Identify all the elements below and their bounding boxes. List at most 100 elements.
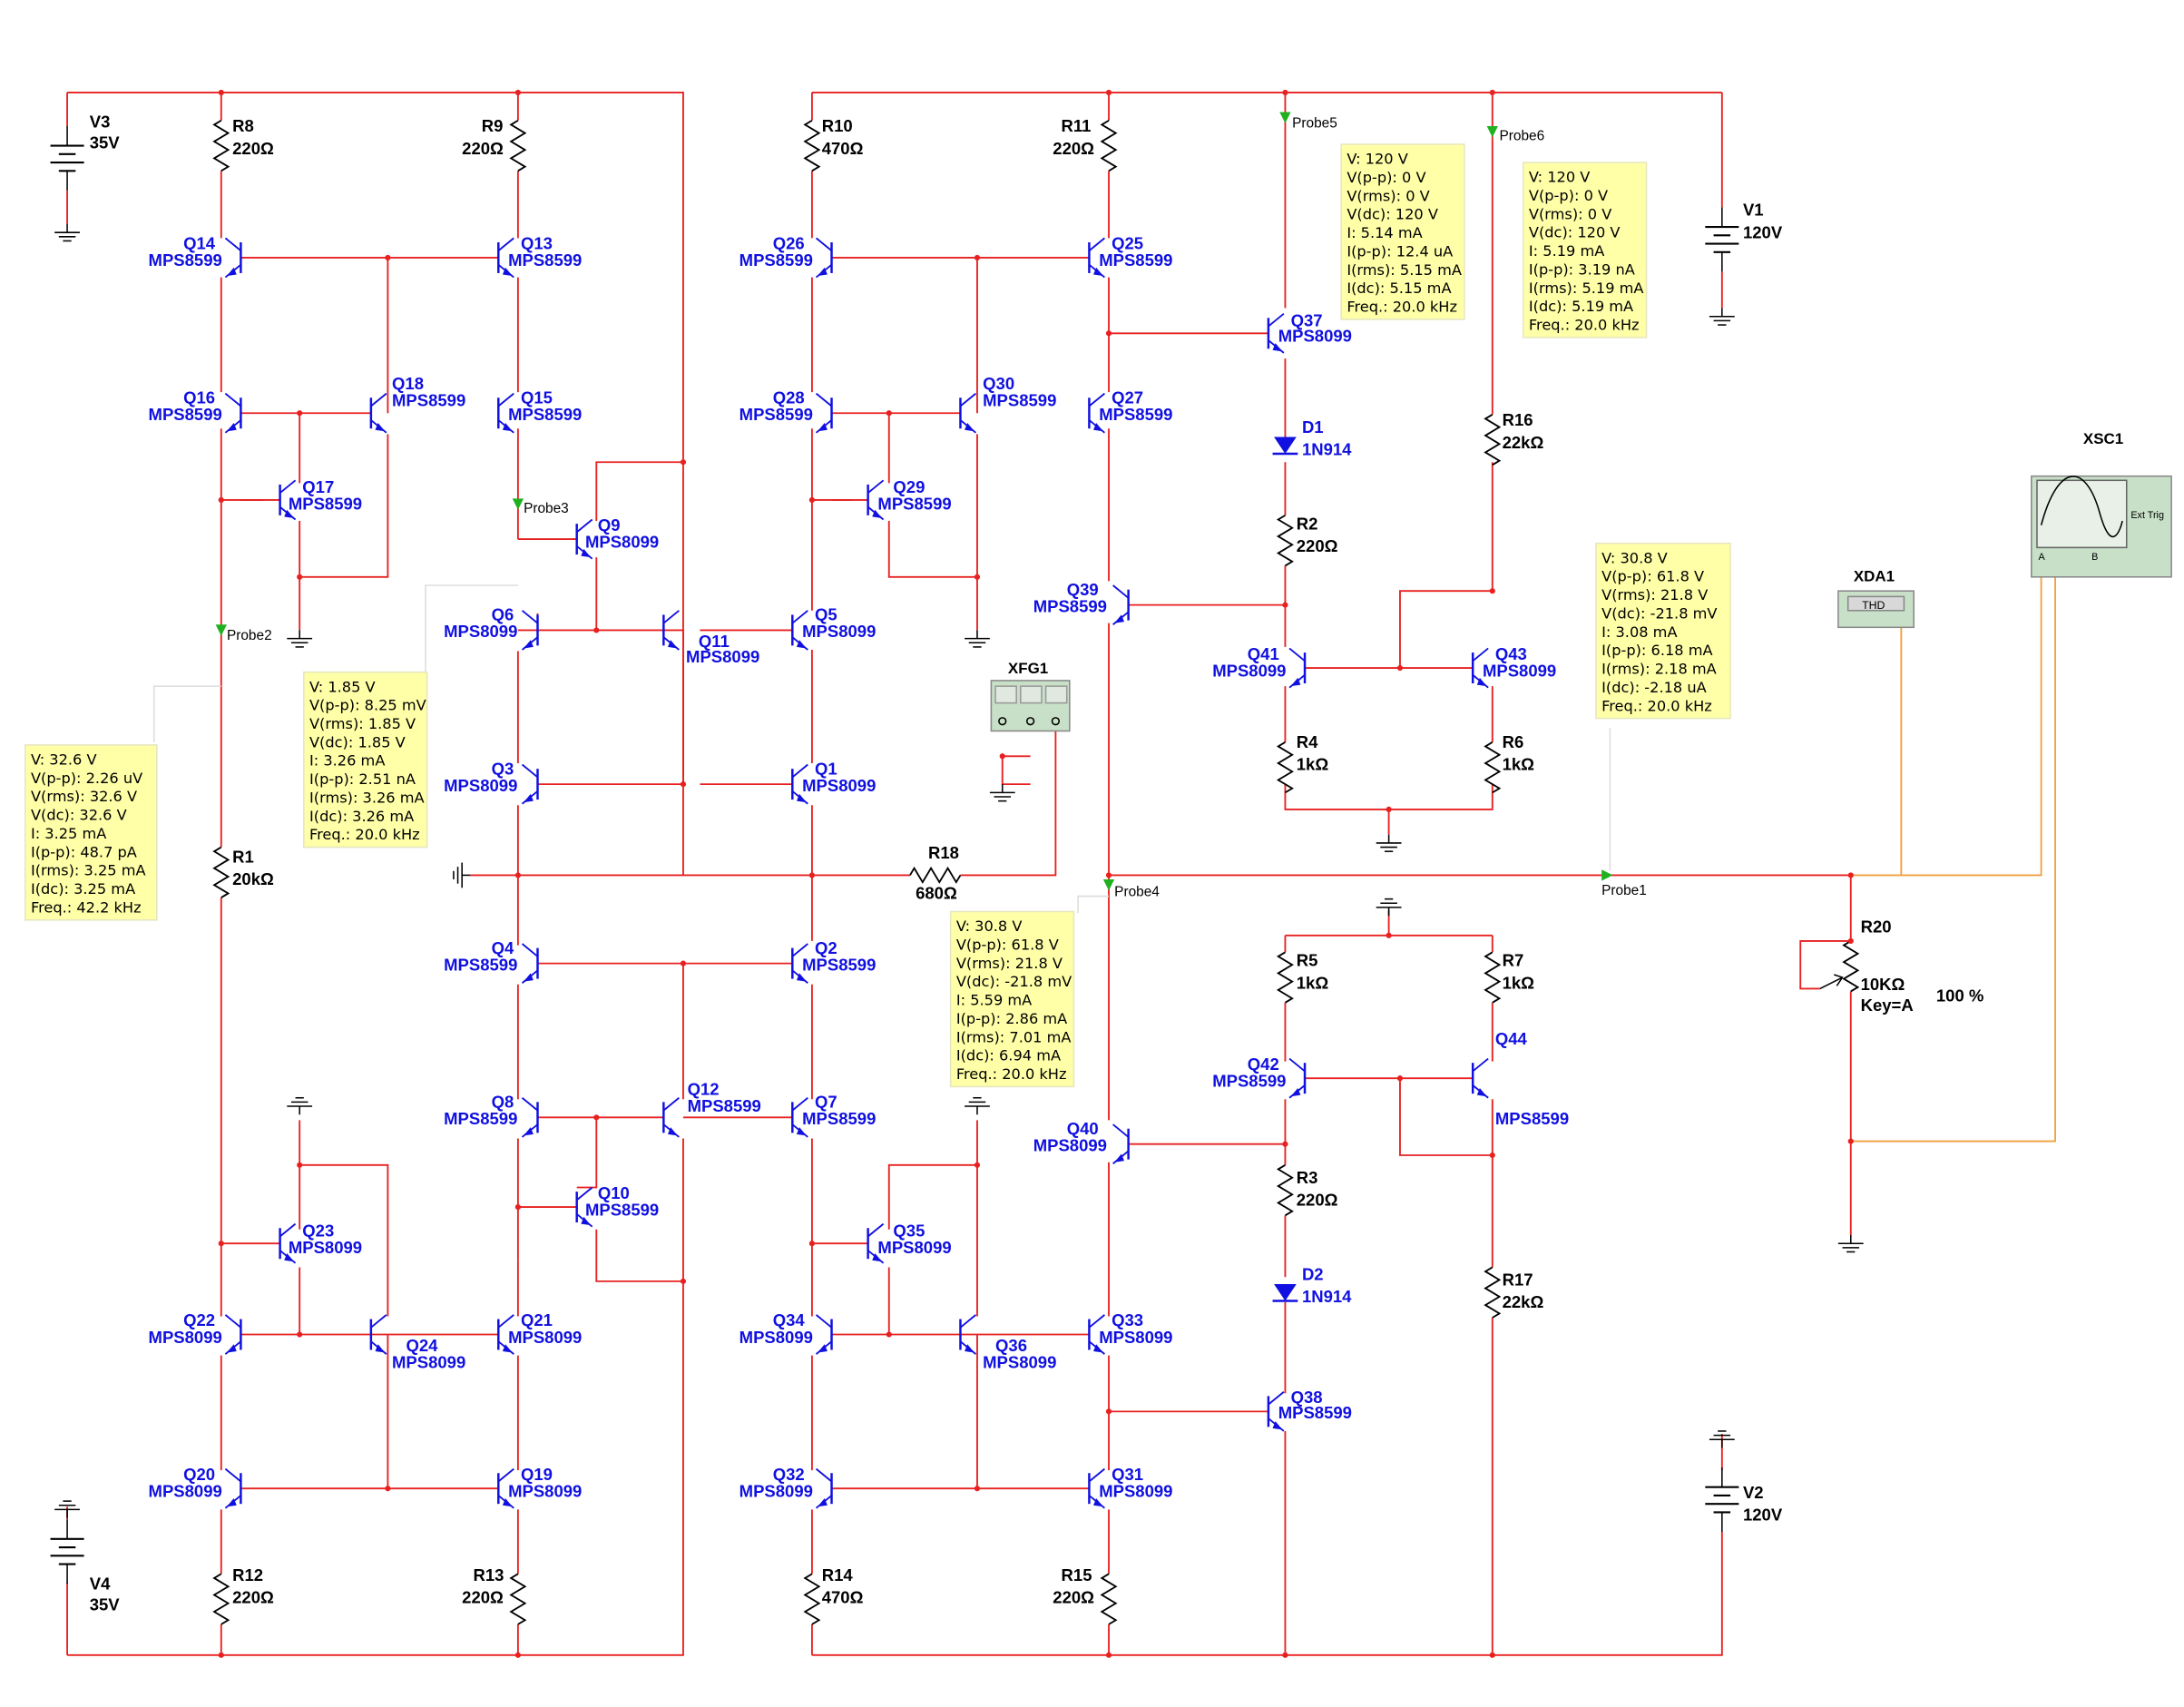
- probe4-readout-line: I: 5.59 mA: [956, 992, 1032, 1009]
- r15-value: 220Ω: [1053, 1588, 1094, 1607]
- probe2-label: Probe2: [227, 628, 272, 643]
- probe3-readout-line: I(dc): 3.26 mA: [309, 808, 414, 825]
- r9-name: R9: [482, 116, 504, 135]
- probe2-readout-line: V: 32.6 V: [31, 751, 97, 769]
- q25-part-label: MPS8599: [1099, 250, 1172, 270]
- v3-value: 35V: [90, 133, 121, 152]
- q9-name-label: Q9: [598, 515, 621, 535]
- q36-part-label: MPS8099: [983, 1353, 1056, 1372]
- r20-key: Key=A: [1861, 996, 1914, 1015]
- v4-value: 35V: [90, 1594, 121, 1614]
- junction-dots: [218, 89, 1854, 1658]
- probe5-label: Probe5: [1292, 115, 1337, 131]
- q23-name-label: Q23: [302, 1221, 334, 1240]
- r13-value: 220Ω: [462, 1588, 504, 1607]
- xsc1-channel-a: A: [2039, 552, 2046, 563]
- r13-name: R13: [474, 1565, 504, 1584]
- r16-name: R16: [1503, 410, 1533, 429]
- q32-part-label: MPS8099: [739, 1481, 813, 1500]
- q28-part-label: MPS8599: [739, 405, 813, 424]
- probe2-readout: V: 32.6 VV(p-p): 2.26 uVV(rms): 32.6 VV(…: [24, 744, 158, 921]
- r5-value: 1kΩ: [1297, 973, 1329, 992]
- probe1-label: Probe1: [1601, 883, 1647, 898]
- q40-part-label: MPS8099: [1033, 1135, 1107, 1154]
- probe2-readout-line: I(p-p): 48.7 pA: [31, 843, 137, 860]
- r20-name: R20: [1861, 917, 1892, 937]
- q26-name-label: Q26: [773, 234, 805, 253]
- q41-part-label: MPS8099: [1212, 661, 1286, 680]
- xsc1-ext-trig: Ext Trig: [2130, 510, 2164, 521]
- q19-name-label: Q19: [521, 1465, 553, 1484]
- r6-value: 1kΩ: [1503, 755, 1535, 774]
- probe6-readout-line: I(p-p): 3.19 nA: [1529, 260, 1635, 278]
- q2-part-label: MPS8599: [802, 955, 876, 974]
- q34-name-label: Q34: [773, 1310, 806, 1329]
- probe6-readout-line: V: 120 V: [1529, 169, 1590, 186]
- r9-value: 220Ω: [462, 139, 504, 158]
- r2-name: R2: [1297, 514, 1318, 533]
- q43-part-label: MPS8099: [1483, 661, 1556, 680]
- q35-name-label: Q35: [893, 1221, 925, 1240]
- r4-value: 1kΩ: [1297, 755, 1329, 774]
- distortion-analyzer-xda1[interactable]: THD XDA1: [1837, 567, 1915, 629]
- q32-name-label: Q32: [773, 1465, 805, 1484]
- probe5-readout-line: V(p-p): 0 V: [1347, 169, 1425, 186]
- probe5-readout-line: I(rms): 5.15 mA: [1347, 261, 1462, 279]
- q20-name-label: Q20: [183, 1465, 215, 1484]
- q6-part-label: MPS8099: [444, 622, 517, 641]
- q1-name-label: Q1: [815, 759, 837, 778]
- probe3-readout-line: I(p-p): 2.51 nA: [309, 770, 416, 788]
- q16-part-label: MPS8599: [149, 405, 222, 424]
- probe2-readout-line: Freq.: 42.2 kHz: [31, 898, 142, 916]
- q8-part-label: MPS8599: [444, 1109, 517, 1128]
- probe3-readout-line: Freq.: 20.0 kHz: [309, 826, 420, 843]
- probe6-readout-line: I(dc): 5.19 mA: [1529, 298, 1633, 315]
- r11-name: R11: [1062, 116, 1092, 135]
- q5-part-label: MPS8099: [802, 622, 876, 641]
- q19-part-label: MPS8099: [508, 1481, 582, 1500]
- probe6-readout-line: Freq.: 20.0 kHz: [1529, 317, 1640, 334]
- probe2-readout-line: I(dc): 3.25 mA: [31, 880, 135, 898]
- q7-name-label: Q7: [815, 1093, 837, 1112]
- q20-part-label: MPS8099: [149, 1481, 222, 1500]
- r1-name: R1: [232, 848, 254, 867]
- q8-name-label: Q8: [492, 1093, 514, 1112]
- q18-part-label: MPS8599: [392, 391, 465, 410]
- oscilloscope-xsc1[interactable]: Ext Trig A B XSC1: [2031, 430, 2172, 578]
- probe3-readout-line: I: 3.26 mA: [309, 752, 385, 770]
- q14-part-label: MPS8599: [149, 250, 222, 270]
- q28-name-label: Q28: [773, 388, 805, 407]
- q15-part-label: MPS8599: [508, 405, 582, 424]
- probe2-readout-line: V(p-p): 2.26 uV: [31, 770, 142, 787]
- q27-name-label: Q27: [1112, 388, 1143, 407]
- q43-name-label: Q43: [1495, 644, 1527, 663]
- q34-part-label: MPS8099: [739, 1328, 813, 1347]
- xda1-label: XDA1: [1854, 567, 1895, 584]
- v4-name: V4: [90, 1574, 111, 1593]
- q25-name-label: Q25: [1112, 234, 1143, 253]
- q24-name-label: Q24: [406, 1336, 438, 1355]
- probe1-readout-line: I(dc): -2.18 uA: [1601, 679, 1707, 696]
- q39-name-label: Q39: [1067, 580, 1099, 599]
- q22-name-label: Q22: [183, 1310, 215, 1329]
- probe4-label: Probe4: [1114, 885, 1160, 900]
- r14-value: 470Ω: [822, 1588, 864, 1607]
- probe1-readout: V: 30.8 VV(p-p): 61.8 VV(rms): 21.8 VV(d…: [1595, 542, 1731, 720]
- probe3-readout: V: 1.85 VV(p-p): 8.25 mVV(rms): 1.85 VV(…: [303, 671, 428, 849]
- probe5-readout-line: I: 5.14 mA: [1347, 224, 1422, 241]
- probe1-readout-line: V(dc): -21.8 mV: [1601, 604, 1717, 622]
- probe5-readout-line: V(dc): 120 V: [1347, 206, 1438, 223]
- probe2-readout-line: V(rms): 32.6 V: [31, 788, 137, 805]
- probe5-readout-line: I(dc): 5.15 mA: [1347, 280, 1451, 297]
- r3-name: R3: [1297, 1168, 1318, 1187]
- probe5-readout-line: V: 120 V: [1347, 151, 1407, 168]
- d1-part: 1N914: [1302, 440, 1352, 459]
- r10-value: 470Ω: [822, 139, 864, 158]
- transistor-symbols: [224, 237, 1490, 1510]
- r20-value: 10KΩ: [1861, 975, 1905, 994]
- r14-name: R14: [822, 1565, 854, 1584]
- q31-part-label: MPS8099: [1099, 1481, 1172, 1500]
- q29-name-label: Q29: [893, 477, 925, 496]
- function-generator-xfg1[interactable]: XFG1: [990, 660, 1071, 732]
